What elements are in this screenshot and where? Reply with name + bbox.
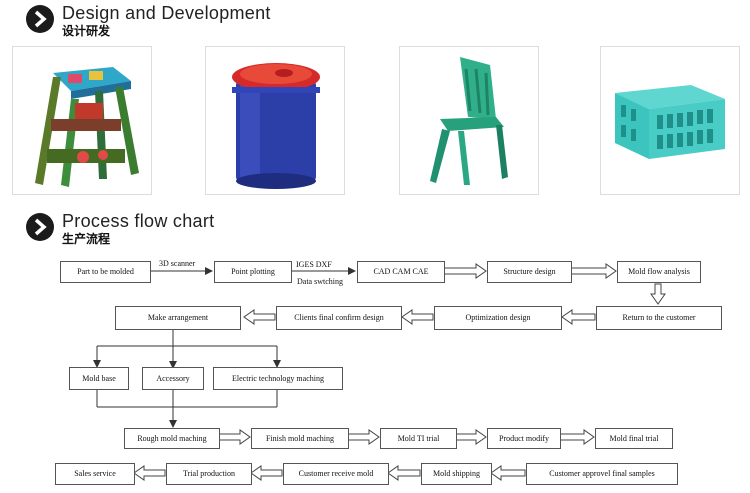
flow-step-mold-shipping: Mold shipping <box>421 463 492 485</box>
flow-step-optimization-design: Optimization design <box>434 306 562 330</box>
flow-step-sales-service: Sales service <box>55 463 135 485</box>
arrow-right-icon <box>559 429 595 445</box>
flow-step-customer-receive: Customer receive mold <box>283 463 389 485</box>
arrow-left-icon <box>243 309 276 325</box>
flow-step-structure-design: Structure design <box>487 261 572 283</box>
arrow-left-icon <box>133 465 166 481</box>
stool-image <box>12 46 152 195</box>
flow-step-part-to-be-molded: Part to be molded <box>60 261 151 283</box>
arrow-right-icon <box>443 263 487 279</box>
label-3d-scanner: 3D scanner <box>159 259 196 268</box>
flow-step-product-modify: Product modify <box>487 428 561 449</box>
arrow-right-icon <box>570 263 617 279</box>
label-iges-dxf: IGES DXF <box>296 260 332 269</box>
flow-step-mold-flow-analysis: Mold flow analysis <box>617 261 701 283</box>
flow-step-mold-base: Mold base <box>69 367 129 390</box>
flow-step-point-plotting: Point plotting <box>214 261 292 283</box>
flow-step-rough-mold: Rough mold maching <box>124 428 220 449</box>
arrow-left-icon <box>250 465 283 481</box>
flow-step-electric-technology: Electric technology maching <box>213 367 343 390</box>
arrow-left-icon <box>490 465 526 481</box>
arrow-down-icon <box>650 283 666 305</box>
section-subtitle: 设计研发 <box>62 24 111 38</box>
flow-step-trial-production: Trial production <box>166 463 252 485</box>
section-header-design: Design and Development 设计研发 <box>26 3 271 38</box>
flow-step-mold-final-trial: Mold final trial <box>595 428 673 449</box>
chair-image <box>399 46 539 195</box>
arrow-left-icon <box>401 309 434 325</box>
section-subtitle: 生产流程 <box>62 232 111 246</box>
label-data-switching: Data swtching <box>297 277 343 286</box>
bucket-image <box>205 46 345 195</box>
section-title: Design and Development <box>62 3 271 23</box>
flow-step-return-to-customer: Return to the customer <box>596 306 722 330</box>
arrow-left-icon <box>561 309 596 325</box>
flow-step-finish-mold: Finish mold maching <box>251 428 349 449</box>
flow-step-mold-ti-trial: Mold TI trial <box>380 428 457 449</box>
arrow-right-icon <box>347 429 380 445</box>
section-title: Process flow chart <box>62 211 215 231</box>
arrow-left-icon <box>387 465 421 481</box>
arrow-right-icon <box>218 429 251 445</box>
crate-image <box>600 46 740 195</box>
flow-step-customer-approvel: Customer approvel final samples <box>526 463 678 485</box>
section-header-process: Process flow chart 生产流程 <box>26 211 214 246</box>
flow-step-clients-final-confirm: Clients final confirm design <box>276 306 402 330</box>
chevron-right-icon <box>26 213 54 241</box>
arrow-right-icon <box>455 429 487 445</box>
flow-step-accessory: Accessory <box>142 367 204 390</box>
flow-step-cad-cam-cae: CAD CAM CAE <box>357 261 445 283</box>
chevron-right-icon <box>26 5 54 33</box>
flow-step-make-arrangement: Make arrangement <box>115 306 241 330</box>
